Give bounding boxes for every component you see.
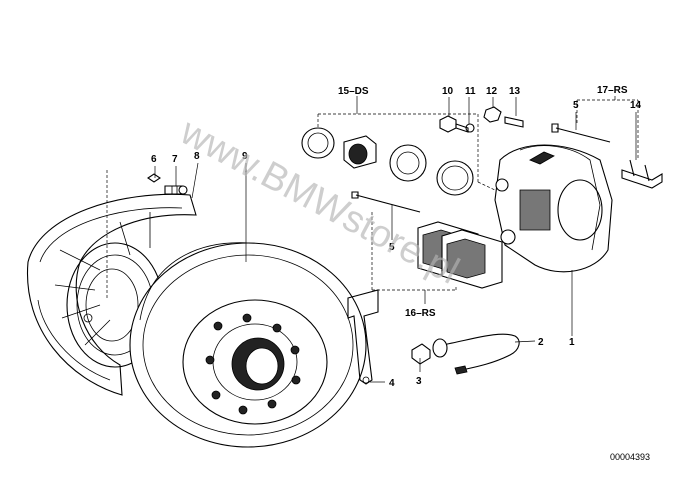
label-part-14: 14 — [630, 100, 642, 111]
label-part-11: 11 — [465, 86, 476, 97]
label-part-10: 10 — [442, 86, 454, 97]
label-part-2: 2 — [538, 337, 544, 348]
label-part-3: 3 — [416, 376, 422, 387]
sensor-bracket — [347, 289, 379, 385]
wear-sensor — [411, 333, 520, 375]
leader-lines — [106, 97, 637, 383]
brake-disc — [129, 242, 367, 448]
label-part-4: 4 — [389, 378, 395, 389]
label-part-5-lower: 5 — [389, 242, 395, 253]
brake-caliper — [494, 144, 613, 273]
seal-kit — [301, 127, 474, 196]
diagram-code: 00004393 — [610, 452, 650, 462]
label-kit-16-rs: 16–RS — [405, 308, 436, 319]
label-part-6: 6 — [151, 154, 157, 165]
label-kit-17-rs: 17–RS — [597, 85, 628, 96]
label-part-12: 12 — [486, 86, 498, 97]
label-part-9: 9 — [242, 151, 248, 162]
label-part-5-upper: 5 — [573, 100, 579, 111]
label-part-7: 7 — [172, 154, 178, 165]
kit-brackets — [317, 96, 639, 304]
part-labels: 1 2 3 4 5 5 6 7 8 9 10 11 12 13 14 15–DS… — [151, 85, 642, 389]
label-part-8: 8 — [194, 151, 200, 162]
brake-pads — [351, 191, 503, 289]
label-kit-15-ds: 15–DS — [338, 86, 369, 97]
bolts-6-7 — [147, 173, 188, 195]
label-part-13: 13 — [509, 86, 521, 97]
upper-bolts — [439, 106, 611, 143]
spring-clip — [621, 159, 663, 189]
label-part-1: 1 — [569, 337, 575, 348]
